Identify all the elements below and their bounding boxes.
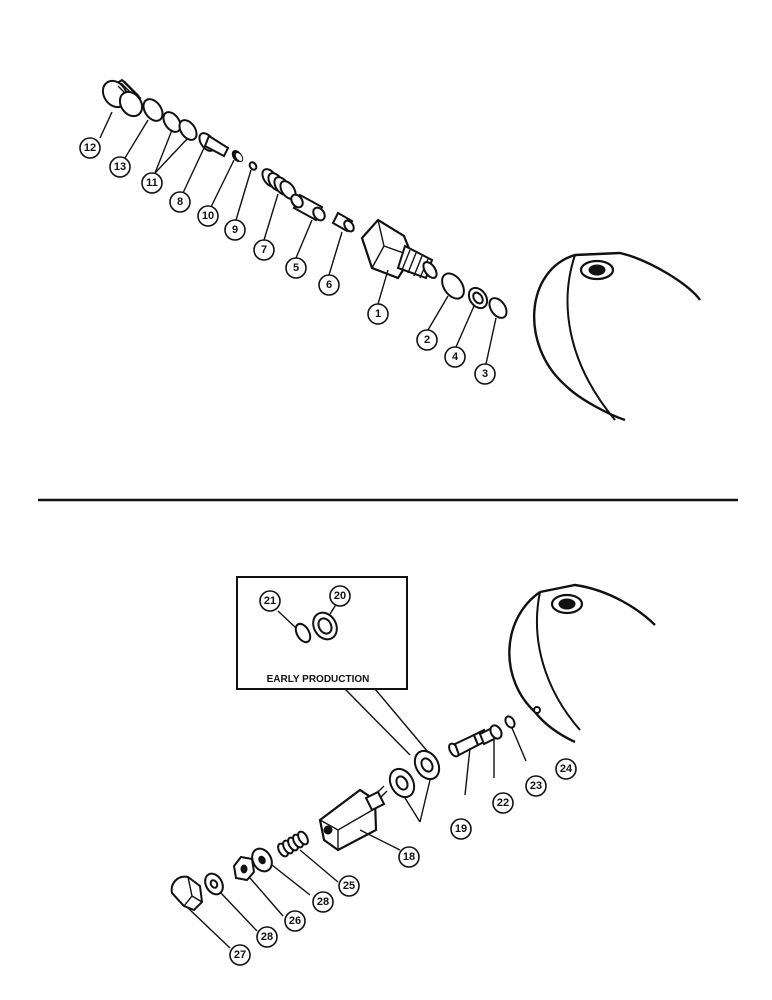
svg-text:13: 13 xyxy=(114,161,126,173)
part-12-plug xyxy=(101,78,144,118)
svg-text:23: 23 xyxy=(530,780,542,792)
part-28-washer-a xyxy=(251,847,273,873)
callout-24: 24 xyxy=(555,758,577,780)
part-20-ring xyxy=(312,611,338,641)
svg-text:5: 5 xyxy=(293,262,299,274)
part-11-ring-b xyxy=(178,119,198,141)
callout-19: 19 xyxy=(450,818,472,840)
part-10-spring xyxy=(231,150,244,162)
callout-23: 23 xyxy=(525,775,547,797)
svg-text:25: 25 xyxy=(343,880,355,892)
callout-13: 13 xyxy=(109,156,131,178)
callout-9: 9 xyxy=(224,219,246,241)
svg-text:1: 1 xyxy=(375,308,381,320)
svg-text:7: 7 xyxy=(261,244,267,256)
cylinder-body-lower xyxy=(508,583,656,744)
part-2-ring xyxy=(441,272,465,300)
callout-11: 11 xyxy=(141,172,163,194)
part-26-nut xyxy=(232,855,256,882)
callout-28-upper: 28 xyxy=(312,891,334,913)
part-25-spring xyxy=(277,830,309,858)
svg-text:22: 22 xyxy=(497,797,509,809)
callout-20: 20 xyxy=(329,585,351,607)
callout-21: 21 xyxy=(259,590,281,612)
svg-text:8: 8 xyxy=(177,196,183,208)
callout-3: 3 xyxy=(474,363,496,385)
svg-text:6: 6 xyxy=(326,279,332,291)
svg-text:4: 4 xyxy=(452,351,459,363)
part-23-fitting xyxy=(478,724,503,746)
callout-10: 10 xyxy=(197,205,219,227)
callout-27: 27 xyxy=(229,944,251,966)
callout-25: 25 xyxy=(338,875,360,897)
part-18-housing xyxy=(318,785,388,852)
svg-text:11: 11 xyxy=(146,177,158,189)
part-24-ring xyxy=(504,715,516,729)
part-7-spring xyxy=(261,168,297,200)
svg-text:18: 18 xyxy=(403,851,415,863)
lower-leader-lines xyxy=(187,727,527,949)
part-11-ring-a xyxy=(162,111,182,133)
svg-text:9: 9 xyxy=(232,224,238,236)
part-1-valve-body xyxy=(360,218,438,280)
callout-26: 26 xyxy=(284,910,306,932)
svg-text:21: 21 xyxy=(264,595,276,607)
part-8-poppet xyxy=(198,132,230,158)
part-5-sleeve xyxy=(290,193,326,222)
callout-4: 4 xyxy=(444,346,466,368)
svg-text:28: 28 xyxy=(317,896,329,908)
callout-22: 22 xyxy=(492,792,514,814)
callout-6: 6 xyxy=(318,274,340,296)
svg-text:28: 28 xyxy=(261,931,273,943)
part-4-ring xyxy=(467,286,489,310)
lower-assembly: EARLY PRODUCTION xyxy=(170,576,656,912)
svg-text:2: 2 xyxy=(424,334,430,346)
callout-7: 7 xyxy=(253,239,275,261)
part-13-snap-ring xyxy=(142,98,164,122)
svg-text:10: 10 xyxy=(202,210,214,222)
part-3-ring xyxy=(488,297,508,319)
part-6-sleeve xyxy=(331,211,355,233)
callout-8: 8 xyxy=(169,191,191,213)
svg-text:27: 27 xyxy=(234,949,246,961)
callout-2: 2 xyxy=(416,329,438,351)
svg-text:3: 3 xyxy=(482,368,488,380)
part-9-ring xyxy=(248,161,258,171)
part-19-washers xyxy=(388,749,441,799)
cylinder-body-upper xyxy=(531,245,701,422)
callout-12: 12 xyxy=(79,137,101,159)
svg-text:20: 20 xyxy=(334,590,346,602)
callout-18: 18 xyxy=(398,846,420,868)
part-21-ring xyxy=(294,622,312,644)
inset-title: EARLY PRODUCTION xyxy=(267,674,370,685)
upper-leader-lines xyxy=(99,111,497,365)
part-27-cap-nut xyxy=(170,875,204,912)
svg-text:19: 19 xyxy=(455,823,467,835)
svg-text:24: 24 xyxy=(560,763,573,775)
callout-1: 1 xyxy=(367,303,389,325)
part-22-screw xyxy=(448,728,490,758)
callout-5: 5 xyxy=(285,257,307,279)
callout-28-lower: 28 xyxy=(256,926,278,948)
svg-text:12: 12 xyxy=(84,142,96,154)
upper-assembly xyxy=(101,78,701,422)
part-28-washer-b xyxy=(204,872,224,896)
svg-text:26: 26 xyxy=(289,915,301,927)
